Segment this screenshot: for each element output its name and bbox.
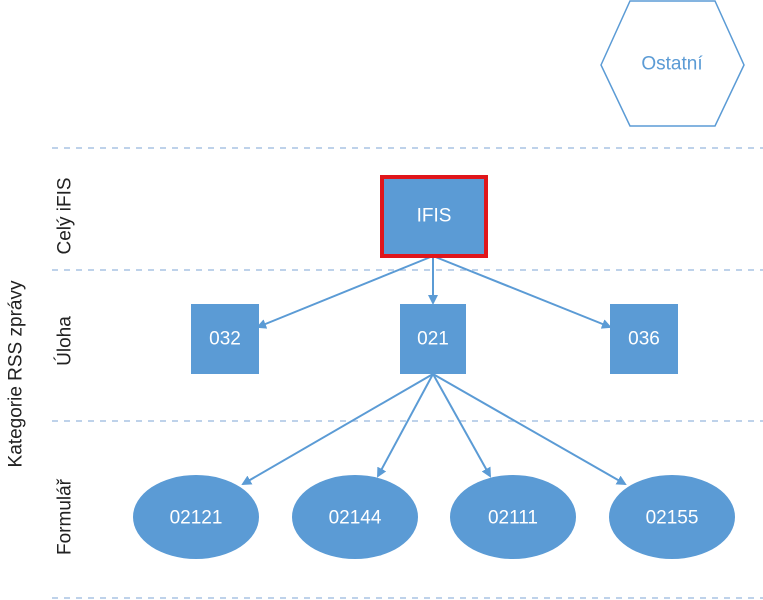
level-label-middle: Úloha bbox=[54, 316, 76, 366]
task-node-032[interactable] bbox=[191, 304, 259, 374]
edge-021-to-02144 bbox=[377, 373, 434, 478]
edge-021-to-02111 bbox=[432, 373, 491, 478]
task-node-036[interactable] bbox=[610, 304, 678, 374]
root-node-ifis[interactable] bbox=[380, 175, 488, 258]
form-node-02144-label: 02144 bbox=[329, 508, 382, 529]
edge-021-to-02121 bbox=[241, 373, 434, 486]
form-node-02155[interactable] bbox=[609, 475, 735, 559]
form-node-02111[interactable] bbox=[450, 475, 576, 559]
edge-021-to-02155 bbox=[432, 373, 627, 485]
task-node-032-label: 032 bbox=[209, 329, 241, 350]
form-node-02155-label: 02155 bbox=[646, 508, 699, 529]
form-node-02121-label: 02121 bbox=[170, 508, 223, 529]
edge-root-to-036 bbox=[432, 255, 612, 329]
task-node-021-label: 021 bbox=[417, 329, 449, 350]
other-hexagon-label: Ostatní bbox=[641, 54, 703, 75]
task-node-036-label: 036 bbox=[628, 329, 660, 350]
axis-title: Kategorie RSS zprávy bbox=[6, 280, 27, 467]
root-node-label: IFIS bbox=[417, 206, 452, 227]
form-node-02111-label: 02111 bbox=[488, 508, 538, 529]
form-node-02121[interactable] bbox=[133, 475, 259, 559]
form-node-02144[interactable] bbox=[292, 475, 418, 559]
edge-root-to-032 bbox=[256, 255, 434, 329]
task-node-021[interactable] bbox=[400, 304, 466, 374]
other-hexagon bbox=[600, 0, 745, 127]
level-label-bottom: Formulář bbox=[55, 478, 76, 555]
level-label-top: Celý iFIS bbox=[55, 177, 76, 254]
